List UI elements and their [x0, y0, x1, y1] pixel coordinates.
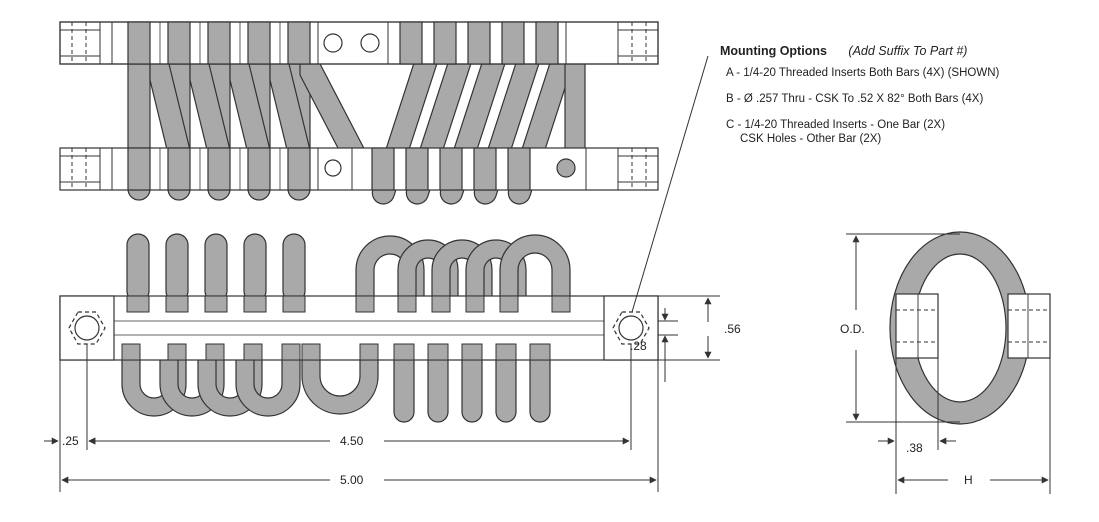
dim-outer-diameter: O.D.: [840, 322, 865, 336]
dim-end-height: H: [964, 473, 973, 487]
dim-bar-width: .38: [906, 441, 923, 455]
top-bar-lower: [59, 147, 659, 191]
front-view: [59, 233, 659, 423]
mounting-option-c-text: C - 1/4-20 Threaded Inserts - One Bar (2…: [726, 119, 946, 131]
mounting-options-notes: Mounting Options (Add Suffix To Part #) …: [720, 44, 1090, 158]
front-lower-loops: [121, 349, 551, 423]
mounting-option-a: A - 1/4-20 Threaded Inserts Both Bars (4…: [726, 66, 1090, 80]
mounting-option-c: C - 1/4-20 Threaded Inserts - One Bar (2…: [726, 118, 1090, 146]
dimension-lines: [44, 295, 720, 492]
mounting-options-header: Mounting Options (Add Suffix To Part #): [720, 44, 1090, 58]
leader-line: [631, 55, 709, 313]
dim-height-028: .28: [630, 339, 647, 353]
dim-height-056: .56: [724, 322, 741, 336]
mounting-option-b-text: B - Ø .257 Thru - CSK To .52 X 82° Both …: [726, 93, 984, 105]
front-upper-loops: [126, 233, 571, 303]
mounting-options-title: Mounting Options: [720, 44, 827, 58]
top-bar-upper: [59, 21, 659, 65]
mounting-option-a-text: A - 1/4-20 Threaded Inserts Both Bars (4…: [726, 67, 1000, 79]
mounting-options-suffix: (Add Suffix To Part #): [848, 44, 968, 58]
end-view-dimensions: [846, 233, 1051, 494]
mounting-option-b: B - Ø .257 Thru - CSK To .52 X 82° Both …: [726, 92, 1090, 106]
dim-end-offset: .25: [62, 434, 79, 448]
dim-overall-length: 5.00: [340, 473, 364, 487]
dim-hole-spacing: 4.50: [340, 434, 364, 448]
top-view: [59, 21, 659, 205]
end-view: [889, 231, 1051, 425]
mounting-option-c-subtext: CSK Holes - Other Bar (2X): [740, 133, 882, 145]
front-bar: [59, 295, 659, 361]
